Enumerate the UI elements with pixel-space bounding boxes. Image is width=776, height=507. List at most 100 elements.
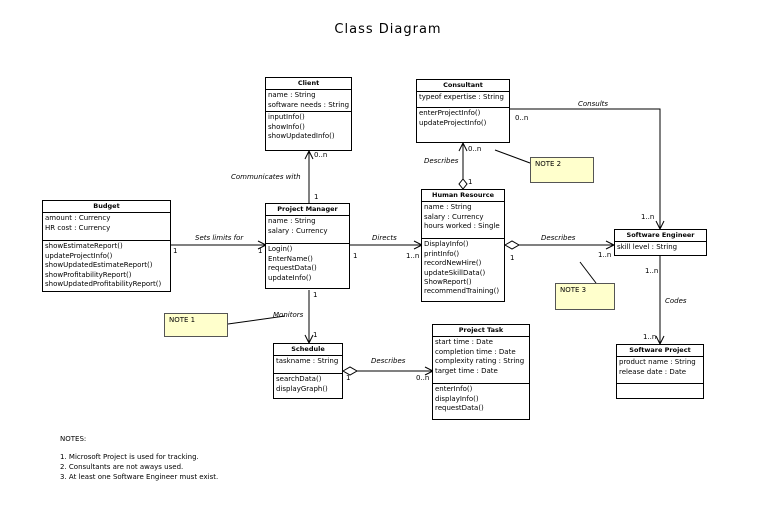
- class-software-engineer[interactable]: Software Engineer skill level : String: [614, 229, 707, 256]
- note-3-label: NOTE 3: [560, 286, 587, 294]
- aggregation-diamond-hr: [458, 178, 468, 190]
- operation: updateInfo(): [268, 273, 312, 282]
- note-2[interactable]: NOTE 2: [530, 157, 594, 183]
- operation: showInfo(): [268, 122, 305, 131]
- class-client-name: Client: [266, 78, 351, 91]
- class-software-engineer-name: Software Engineer: [615, 230, 706, 243]
- multiplicity-schedule-desc: 1: [346, 374, 351, 382]
- note-1[interactable]: NOTE 1: [164, 313, 228, 337]
- attribute: software needs : String: [268, 100, 350, 109]
- class-schedule-operations: searchData() displayGraph(): [274, 374, 342, 395]
- class-client-attributes: name : String software needs : String: [266, 90, 351, 113]
- attribute: product name : String: [619, 358, 696, 367]
- multiplicity-pm-directs: 1: [353, 252, 358, 260]
- operation: requestData(): [435, 404, 484, 413]
- attribute: start time : Date: [435, 338, 493, 347]
- attribute: amount : Currency: [45, 214, 111, 223]
- association-label-describes-schedule-task: Describes: [371, 357, 406, 365]
- class-budget-name: Budget: [43, 201, 170, 214]
- note-2-label: NOTE 2: [535, 160, 562, 168]
- consults-line: [510, 108, 661, 228]
- class-budget[interactable]: Budget amount : Currency HR cost : Curre…: [42, 200, 171, 292]
- multiplicity-sp-codes: 1..n: [643, 333, 657, 341]
- multiplicity-hr-directs: 1..n: [406, 252, 420, 260]
- class-project-manager-name: Project Manager: [266, 204, 349, 217]
- association-label-sets-limits-for: Sets limits for: [195, 234, 244, 242]
- attribute: skill level : String: [617, 243, 678, 252]
- operation: Login(): [268, 245, 293, 254]
- multiplicity-se-codes: 1..n: [645, 267, 659, 275]
- describes-consultant-hr-arrowhead: [458, 141, 468, 152]
- operation: ShowReport(): [424, 278, 472, 287]
- class-project-manager[interactable]: Project Manager name : String salary : C…: [265, 203, 350, 289]
- multiplicity-pm-cw: 1: [314, 193, 319, 201]
- class-project-task[interactable]: Project Task start time : Date completio…: [432, 324, 530, 420]
- class-software-project-operations: [617, 384, 703, 400]
- class-human-resource[interactable]: Human Resource name : String salary : Cu…: [421, 189, 505, 302]
- operation: updateProjectInfo(): [419, 118, 487, 127]
- multiplicity-se-desc: 1..n: [598, 251, 612, 259]
- class-project-task-attributes: start time : Date completion time : Date…: [433, 337, 529, 385]
- multiplicity-client-cw: 0..n: [314, 151, 328, 159]
- note2-connector: [494, 149, 531, 164]
- diagram-title: Class Diagram: [334, 22, 442, 37]
- multiplicity-se-consults: 1..n: [641, 213, 655, 221]
- operation: recommendTraining(): [424, 287, 500, 296]
- attribute: name : String: [268, 91, 316, 100]
- operation: DisplayInfo(): [424, 240, 469, 249]
- operation: enterProjectInfo(): [419, 109, 481, 118]
- class-consultant-name: Consultant: [417, 80, 509, 93]
- operation: displayGraph(): [276, 384, 328, 393]
- association-label-describes-consultant-hr: Describes: [424, 157, 459, 165]
- multiplicity-task-desc: 0..n: [416, 374, 430, 382]
- note3-connector: [579, 261, 597, 284]
- multiplicity-hr-desc-top: 1: [468, 178, 473, 186]
- class-human-resource-operations: DisplayInfo() printInfo() recordNewHire(…: [422, 239, 504, 297]
- attribute: target time : Date: [435, 366, 498, 375]
- attribute: salary : Currency: [424, 212, 484, 221]
- operation: showProfitabilityReport(): [45, 270, 132, 279]
- class-client[interactable]: Client name : String software needs : St…: [265, 77, 352, 151]
- footnote-item: 3. At least one Software Engineer must e…: [60, 473, 219, 481]
- class-project-manager-attributes: name : String salary : Currency: [266, 216, 349, 245]
- attribute: completion time : Date: [435, 347, 516, 356]
- operation: recordNewHire(): [424, 259, 482, 268]
- footnotes: NOTES: 1. Microsoft Project is used for …: [60, 434, 218, 482]
- operation: showUpdatedInfo(): [268, 132, 335, 141]
- communicates-with-arrowhead: [304, 149, 314, 160]
- operation: printInfo(): [424, 249, 460, 258]
- class-software-engineer-attributes: skill level : String: [615, 242, 706, 253]
- operation: showUpdatedEstimateReport(): [45, 261, 153, 270]
- multiplicity-budget-slf: 1: [173, 247, 178, 255]
- class-human-resource-attributes: name : String salary : Currency hours wo…: [422, 202, 504, 240]
- operation: displayInfo(): [435, 394, 479, 403]
- operation: enterInfo(): [435, 385, 473, 394]
- footnotes-heading: NOTES:: [60, 435, 87, 443]
- association-label-codes: Codes: [665, 297, 687, 305]
- attribute: HR cost : Currency: [45, 223, 111, 232]
- class-consultant[interactable]: Consultant typeof expertise : String ent…: [416, 79, 510, 143]
- note-1-label: NOTE 1: [169, 316, 196, 324]
- class-client-operations: inputInfo() showInfo() showUpdatedInfo(): [266, 112, 351, 142]
- aggregation-diamond-hr-right: [503, 240, 521, 250]
- class-software-project[interactable]: Software Project product name : String r…: [616, 344, 704, 399]
- operation: EnterName(): [268, 254, 313, 263]
- multiplicity-pm-monitors: 1: [313, 291, 318, 299]
- attribute: typeof expertise : String: [419, 93, 504, 102]
- class-software-project-attributes: product name : String release date : Dat…: [617, 357, 703, 385]
- class-budget-attributes: amount : Currency HR cost : Currency: [43, 213, 170, 242]
- attribute: release date : Date: [619, 367, 687, 376]
- class-budget-operations: showEstimateReport() updateProjectInfo()…: [43, 241, 170, 290]
- class-project-manager-operations: Login() EnterName() requestData() update…: [266, 244, 349, 284]
- attribute: salary : Currency: [268, 226, 328, 235]
- association-label-communicates-with: Communicates with: [231, 173, 301, 181]
- attribute: name : String: [268, 217, 316, 226]
- class-schedule[interactable]: Schedule taskname : String searchData() …: [273, 343, 343, 399]
- class-consultant-attributes: typeof expertise : String: [417, 92, 509, 109]
- multiplicity-consultant-consults: 0..n: [515, 114, 529, 122]
- class-project-task-name: Project Task: [433, 325, 529, 338]
- footnote-item: 2. Consultants are not aways used.: [60, 463, 184, 471]
- attribute: name : String: [424, 203, 472, 212]
- note-3[interactable]: NOTE 3: [555, 283, 615, 310]
